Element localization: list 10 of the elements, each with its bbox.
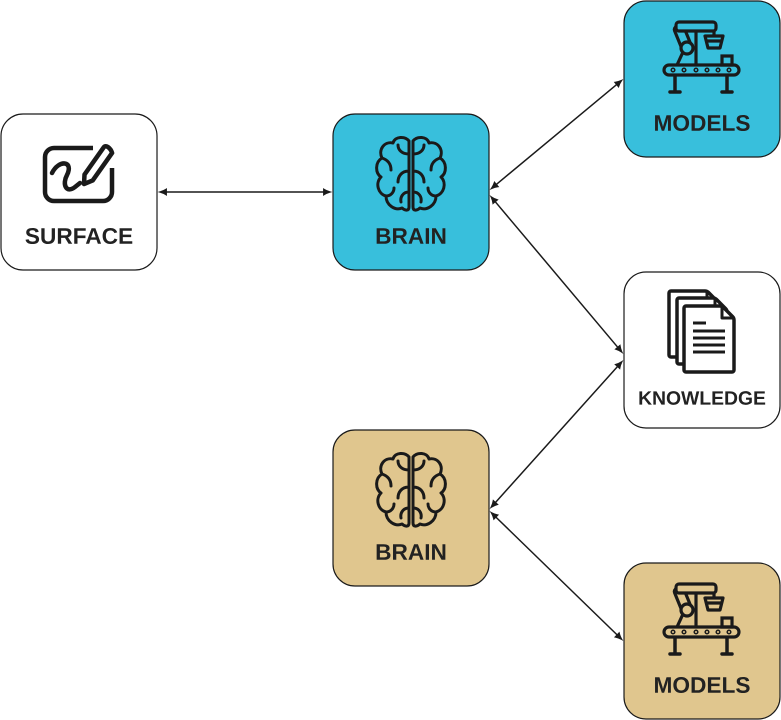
process-box: SURFACE <box>0 113 158 271</box>
arrow <box>490 80 622 189</box>
process-box: BRAIN <box>332 429 490 587</box>
arrow <box>160 188 330 196</box>
arrow <box>490 361 622 508</box>
process-box: BRAIN <box>332 113 490 271</box>
process-box: MODELS <box>623 0 781 158</box>
arrow <box>490 512 622 640</box>
process-box: MODELS <box>623 562 781 720</box>
arrow <box>490 196 622 353</box>
